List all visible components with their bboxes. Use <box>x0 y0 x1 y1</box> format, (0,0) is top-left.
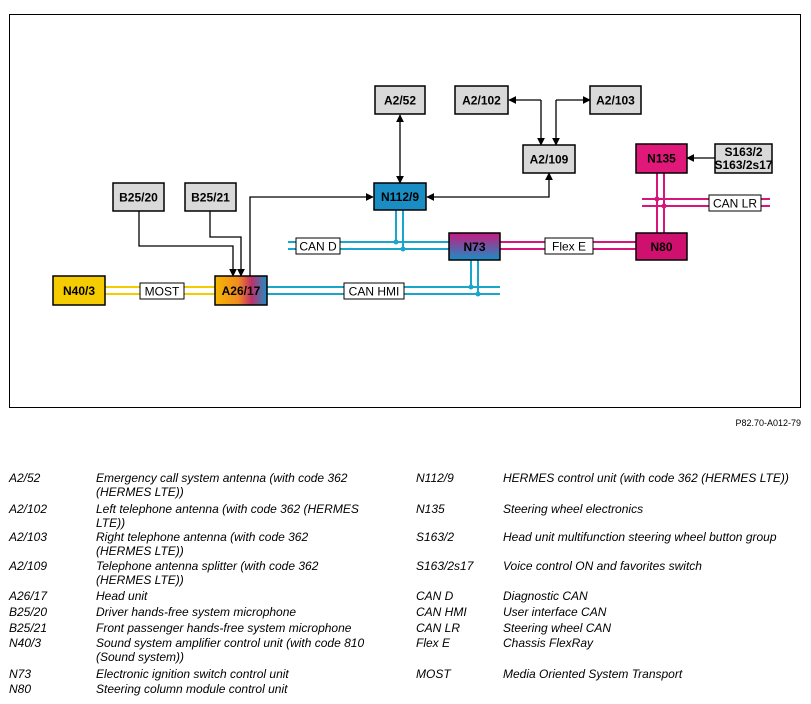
node-b25-21: B25/21 <box>184 182 237 212</box>
legend-description: HERMES control unit (with code 362 (HERM… <box>503 471 789 485</box>
legend-description: Diagnostic CAN <box>503 589 588 603</box>
bus-label-most: MOST <box>139 282 185 300</box>
node-a2-52: A2/52 <box>374 85 426 115</box>
svg-text:A26/17: A26/17 <box>222 284 261 298</box>
node-b25-20: B25/20 <box>112 182 165 212</box>
bus-label-can-d: CAN D <box>295 237 341 255</box>
legend-description: Steering wheel CAN <box>503 621 612 635</box>
legend-description: Steering wheel electronics <box>503 502 644 516</box>
bus-label-can-hmi: CAN HMI <box>343 282 405 300</box>
bus-junctions <box>393 196 667 297</box>
node-a2-102: A2/102 <box>454 85 509 115</box>
svg-text:N40/3: N40/3 <box>63 284 95 298</box>
legend-description: Left telephone antenna (with code 362 (H… <box>96 502 359 530</box>
legend-code: A2/103 <box>9 530 48 544</box>
svg-text:CAN LR: CAN LR <box>713 197 757 211</box>
legend-code: A2/102 <box>9 502 48 516</box>
legend-code: S163/2 <box>416 530 455 544</box>
svg-text:S163/2: S163/2 <box>724 145 762 159</box>
svg-text:CAN HMI: CAN HMI <box>349 285 400 299</box>
legend-code: A26/17 <box>9 589 48 603</box>
legend-description: Head unit <box>96 589 148 603</box>
legend-code: A2/52 <box>9 471 41 485</box>
legend-code: N40/3 <box>9 636 42 650</box>
signal-arrows <box>138 96 715 277</box>
legend-code: CAN HMI <box>416 605 467 619</box>
svg-text:Flex E: Flex E <box>552 240 586 254</box>
legend-description: Steering column module control unit <box>96 682 288 696</box>
svg-text:N80: N80 <box>650 240 672 254</box>
node-n73: N73 <box>448 232 501 261</box>
legend-description: Chassis FlexRay <box>503 636 594 650</box>
figure-reference: P82.70-A012-79 <box>735 418 801 428</box>
svg-text:A2/52: A2/52 <box>384 94 416 108</box>
svg-text:N73: N73 <box>463 240 485 254</box>
legend-code: N80 <box>9 682 32 696</box>
legend-description: Right telephone antenna (with code 362 (… <box>96 530 309 558</box>
svg-text:CAN D: CAN D <box>299 240 337 254</box>
legend-description: Front passenger hands-free system microp… <box>96 621 352 635</box>
legend-description: Sound system amplifier control unit (wit… <box>96 636 365 664</box>
bus-label-can-lr: CAN LR <box>708 194 762 212</box>
bus-label-flex-e: Flex E <box>544 237 594 255</box>
node-s163: S163/2 S163/2s17 <box>714 143 773 174</box>
legend-description: Media Oriented System Transport <box>503 667 683 681</box>
legend-code: N73 <box>9 667 32 681</box>
svg-text:B25/21: B25/21 <box>191 191 230 205</box>
node-n80: N80 <box>635 232 688 261</box>
legend-description: Driver hands-free system microphone <box>96 605 297 619</box>
svg-text:A2/102: A2/102 <box>462 94 501 108</box>
arrow-b2520-a2617 <box>138 211 237 277</box>
node-n40-3: N40/3 <box>52 275 106 306</box>
legend-code: Flex E <box>416 636 451 650</box>
legend-code: CAN D <box>416 589 454 603</box>
legend-code: B25/20 <box>9 605 48 619</box>
legend-code: N135 <box>416 502 445 516</box>
node-a2-103: A2/103 <box>589 85 642 115</box>
legend-description: Telephone antenna splitter (with code 36… <box>96 559 319 587</box>
arrow-a2109-n1129 <box>426 172 553 201</box>
node-a26-17: A26/17 <box>214 275 268 306</box>
legend-description: Electronic ignition switch control unit <box>96 667 289 681</box>
legend-code: S163/2s17 <box>416 559 474 573</box>
svg-text:MOST: MOST <box>145 285 180 299</box>
node-a2-109: A2/109 <box>522 144 576 174</box>
legend-code: B25/21 <box>9 621 48 635</box>
node-n112-9: N112/9 <box>373 182 427 211</box>
svg-text:A2/103: A2/103 <box>596 94 635 108</box>
legend-code: CAN LR <box>416 621 461 635</box>
legend-description: Emergency call system antenna (with code… <box>96 471 348 499</box>
svg-text:N135: N135 <box>647 152 676 166</box>
svg-text:A2/109: A2/109 <box>530 153 569 167</box>
svg-text:N112/9: N112/9 <box>381 190 419 204</box>
legend-code: A2/109 <box>9 559 48 573</box>
node-n135: N135 <box>635 143 688 174</box>
arrow-a2617-n1129 <box>249 193 374 276</box>
legend-description: Head unit multifunction steering wheel b… <box>503 530 777 544</box>
svg-text:S163/2s17: S163/2s17 <box>714 158 772 172</box>
svg-text:B25/20: B25/20 <box>119 191 158 205</box>
legend-description: User interface CAN <box>503 605 607 619</box>
legend-code: N112/9 <box>416 471 454 485</box>
arrow-b2521-a2617 <box>209 211 245 277</box>
legend-code: MOST <box>416 667 451 681</box>
legend-description: Voice control ON and favorites switch <box>503 559 702 573</box>
